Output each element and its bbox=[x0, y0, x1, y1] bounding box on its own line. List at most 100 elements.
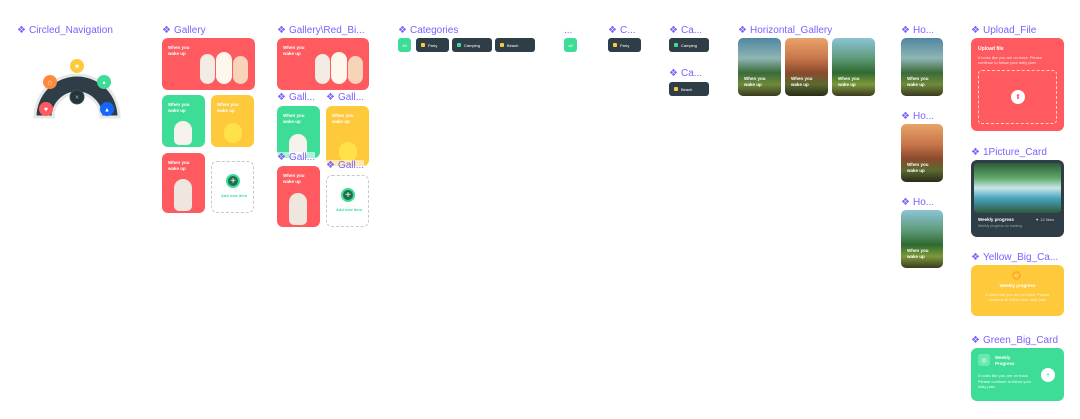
category-chip-all[interactable]: All bbox=[398, 38, 411, 52]
svg-text:⌂: ⌂ bbox=[48, 80, 52, 87]
frame-label-ho-3[interactable]: ❖Ho... bbox=[901, 197, 935, 208]
svg-text:●: ● bbox=[102, 81, 106, 87]
svg-text:▲: ▲ bbox=[104, 108, 110, 114]
frame-label-gallery[interactable]: ❖Gallery bbox=[162, 25, 206, 36]
upload-icon[interactable]: ⬆ bbox=[1011, 90, 1025, 104]
toy-figure bbox=[216, 52, 232, 84]
component-diamond-icon: ❖ bbox=[669, 25, 678, 36]
frame-label-ho-2[interactable]: ❖Ho... bbox=[901, 111, 935, 122]
frame-label-horizontal-gallery[interactable]: ❖Horizontal_Gallery bbox=[738, 25, 833, 36]
frame-label-circled-navigation[interactable]: ❖Circled_Navigation bbox=[17, 25, 113, 36]
frame-label-picture-card[interactable]: ❖1Picture_Card bbox=[971, 147, 1047, 158]
vertical-gallery-card[interactable]: When you wake up bbox=[901, 124, 943, 182]
frame-label-gall-2[interactable]: ❖Gall... bbox=[326, 92, 365, 103]
category-chip-all-single[interactable]: All bbox=[564, 38, 577, 52]
category-chip-camping[interactable]: Camping bbox=[452, 38, 492, 52]
toy-figure bbox=[174, 121, 192, 145]
frame-label-dots[interactable]: ... bbox=[564, 25, 573, 36]
heart-like-icon: ♥ bbox=[1036, 217, 1039, 222]
picture-card[interactable]: Weekly progress Weekly progress on track… bbox=[971, 160, 1064, 237]
chat-icon[interactable]: ● bbox=[97, 75, 111, 89]
gallery-card-yellow[interactable]: When you wake up bbox=[211, 95, 254, 147]
component-diamond-icon: ❖ bbox=[277, 92, 286, 103]
gallery-add-new-item[interactable]: + Add new item bbox=[211, 161, 254, 213]
frame-label-gall-1[interactable]: ❖Gall... bbox=[277, 92, 316, 103]
plus-icon[interactable]: + bbox=[1041, 368, 1055, 382]
plus-icon: + bbox=[341, 188, 355, 202]
chick-figure bbox=[339, 142, 357, 162]
component-diamond-icon: ❖ bbox=[162, 25, 171, 36]
plus-icon: + bbox=[226, 174, 240, 188]
frame-label-upload-file[interactable]: ❖Upload_File bbox=[971, 25, 1037, 36]
category-chip-party[interactable]: Party bbox=[416, 38, 449, 52]
toy-figure bbox=[174, 179, 192, 211]
frame-label-categories[interactable]: ❖Categories bbox=[398, 25, 459, 36]
waterfall-image bbox=[974, 163, 1061, 213]
component-diamond-icon: ❖ bbox=[398, 25, 407, 36]
gallery-card-red-wide[interactable]: When you wake up bbox=[162, 38, 255, 90]
svg-text:×: × bbox=[75, 95, 79, 102]
party-icon bbox=[421, 43, 425, 47]
camping-icon bbox=[674, 43, 678, 47]
horizontal-gallery-card[interactable]: When you wake up bbox=[738, 38, 781, 96]
toy-figure bbox=[289, 193, 307, 225]
gallery-card-green[interactable]: When you wake up bbox=[162, 95, 205, 147]
green-big-card[interactable]: ◎ Weekly Progress It looks like you are … bbox=[971, 348, 1064, 401]
bell-icon[interactable]: ▲ bbox=[100, 102, 114, 116]
horizontal-gallery-card[interactable]: When you wake up bbox=[832, 38, 875, 96]
gallery-red-card[interactable]: When you wake up bbox=[277, 166, 320, 227]
frame-label-ca-2[interactable]: ❖Ca... bbox=[669, 68, 703, 79]
progress-icon: ◎ bbox=[1012, 271, 1021, 280]
category-chip-party-single[interactable]: Party bbox=[608, 38, 641, 52]
likes-counter[interactable]: ♥12 likes bbox=[1036, 217, 1054, 222]
vertical-gallery-card[interactable]: When you wake up bbox=[901, 210, 943, 268]
frame-label-ho-1[interactable]: ❖Ho... bbox=[901, 25, 935, 36]
frame-label-c[interactable]: ❖C... bbox=[608, 25, 636, 36]
star-icon[interactable]: ★ bbox=[70, 59, 84, 73]
toy-figure bbox=[315, 54, 330, 84]
upload-dropzone[interactable]: ⬆ bbox=[978, 70, 1057, 124]
frame-label-yellow-big-card[interactable]: ❖Yellow_Big_Ca... bbox=[971, 252, 1059, 263]
component-diamond-icon: ❖ bbox=[971, 335, 980, 346]
category-chip-camping-single[interactable]: Camping bbox=[669, 38, 709, 52]
component-diamond-icon: ❖ bbox=[971, 25, 980, 36]
frame-label-gall-3[interactable]: ❖Gall... bbox=[277, 152, 316, 163]
heart-icon[interactable]: ♥ bbox=[39, 102, 53, 116]
chick-figure bbox=[224, 123, 242, 143]
component-diamond-icon: ❖ bbox=[971, 252, 980, 263]
home-icon[interactable]: ⌂ bbox=[43, 75, 57, 89]
component-diamond-icon: ❖ bbox=[277, 25, 286, 36]
category-chip-beach[interactable]: Beach bbox=[495, 38, 535, 52]
camping-icon bbox=[457, 43, 461, 47]
component-diamond-icon: ❖ bbox=[17, 25, 26, 36]
component-diamond-icon: ❖ bbox=[277, 152, 286, 163]
svg-text:♥: ♥ bbox=[44, 107, 48, 114]
toy-figure bbox=[200, 54, 215, 84]
component-diamond-icon: ❖ bbox=[608, 25, 617, 36]
party-icon bbox=[613, 43, 617, 47]
frame-label-ca-1[interactable]: ❖Ca... bbox=[669, 25, 703, 36]
frame-label-green-big-card[interactable]: ❖Green_Big_Card bbox=[971, 335, 1059, 346]
upload-file-card[interactable]: Upload file It looks like you are on tra… bbox=[971, 38, 1064, 131]
gallery-yellow-card[interactable]: When you wake up bbox=[326, 106, 369, 166]
toy-figure bbox=[348, 56, 363, 84]
frame-label-gall-4[interactable]: ❖Gall... bbox=[326, 160, 365, 171]
gallery-green-card[interactable]: When you wake up bbox=[277, 106, 320, 158]
circled-navigation: ♥ ⌂ ★ ● ▲ × bbox=[33, 59, 121, 119]
yellow-big-card[interactable]: ◎ Weekly progress It looks like you are … bbox=[971, 265, 1064, 316]
horizontal-gallery-card[interactable]: When you wake up bbox=[785, 38, 828, 96]
component-diamond-icon: ❖ bbox=[326, 92, 335, 103]
vertical-gallery-card[interactable]: When you wake up bbox=[901, 38, 943, 96]
frame-label-gallery-red-big[interactable]: ❖Gallery\Red_Bi... bbox=[277, 25, 365, 36]
beach-icon bbox=[674, 87, 678, 91]
progress-icon: ◎ bbox=[978, 354, 990, 366]
category-chip-beach-single[interactable]: Beach bbox=[669, 82, 709, 96]
gallery-red-big-card[interactable]: When you wake up bbox=[277, 38, 369, 90]
gallery-card-red[interactable]: When you wake up bbox=[162, 153, 205, 213]
gallery-add-new-item[interactable]: + Add new item bbox=[326, 175, 369, 227]
component-diamond-icon: ❖ bbox=[901, 197, 910, 208]
component-diamond-icon: ❖ bbox=[738, 25, 747, 36]
toy-figure bbox=[233, 56, 248, 84]
toy-figure bbox=[331, 52, 347, 84]
close-icon[interactable]: × bbox=[69, 89, 85, 105]
